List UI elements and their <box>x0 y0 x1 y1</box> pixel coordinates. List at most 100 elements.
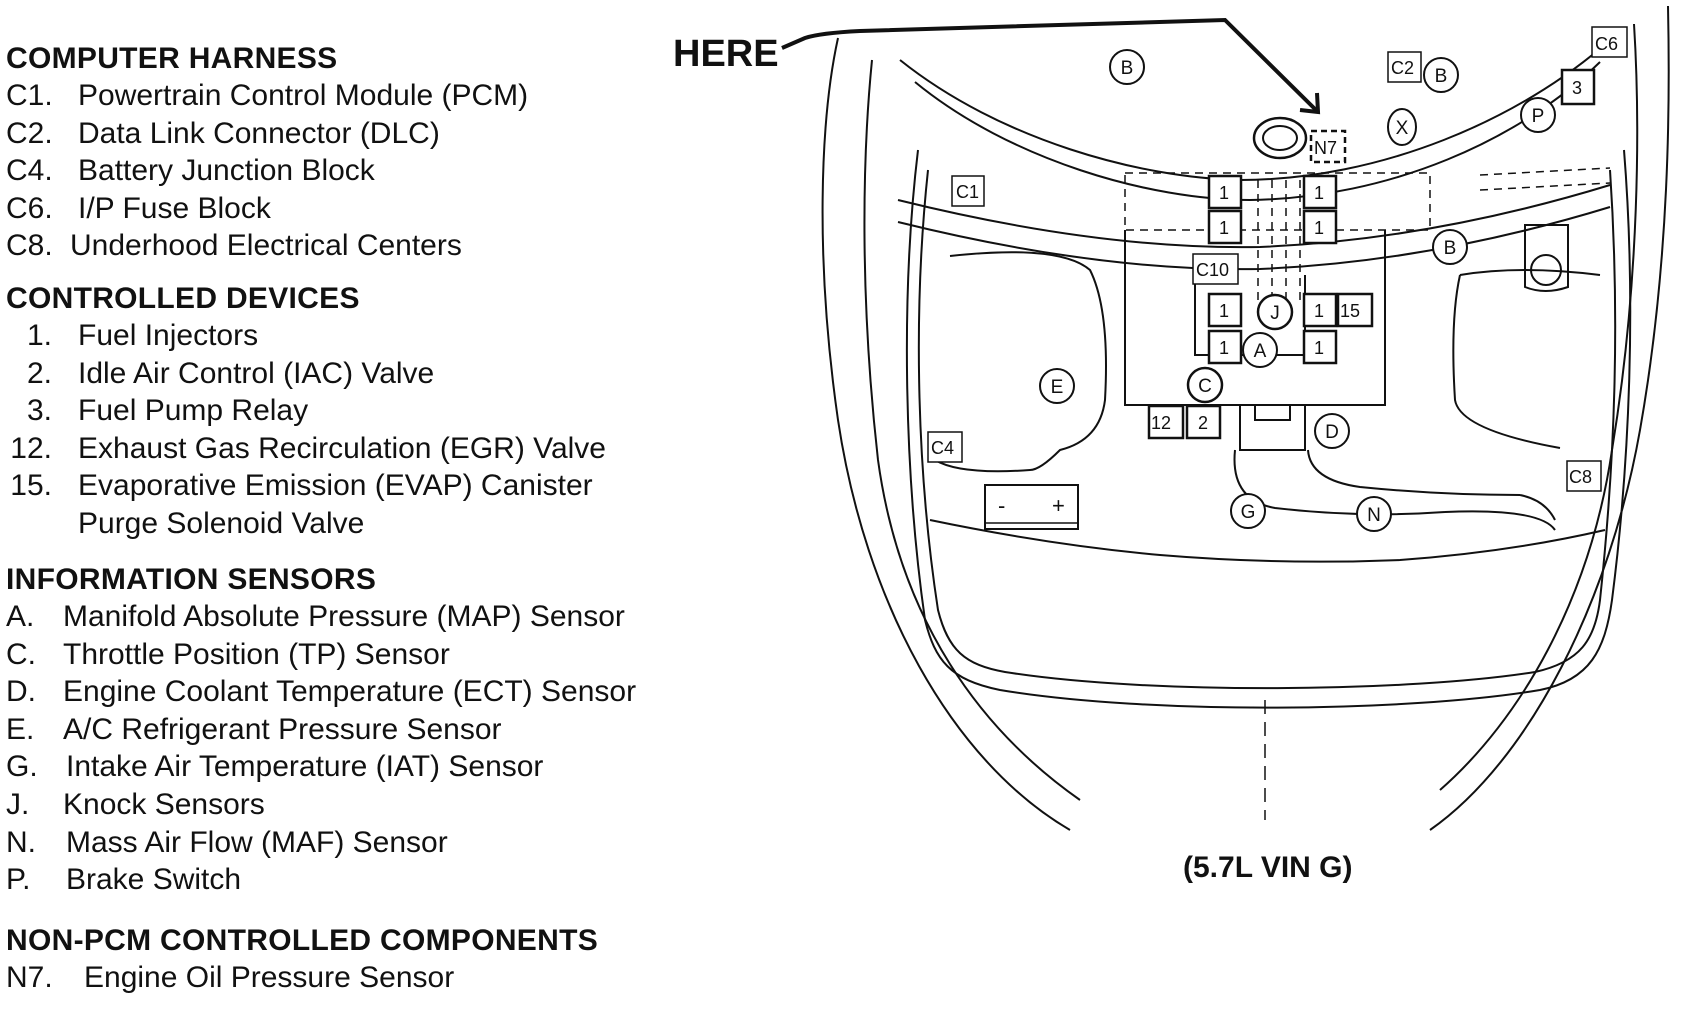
legend-label: Evaporative Emission (EVAP) Canister <box>78 469 593 503</box>
injector-4 <box>1302 209 1338 245</box>
injector-6-label: 1 <box>1219 338 1229 358</box>
legend-item-g: G. Intake Air Temperature (IAT) Sensor <box>6 748 543 786</box>
engine-caption: (5.7L VIN G) <box>1183 851 1352 884</box>
maf-sensor-n <box>1356 496 1392 532</box>
knock-sensor-j-label: J <box>1270 303 1280 324</box>
sensor-b-2 <box>1423 57 1459 93</box>
legend-label: Underhood Electrical Centers <box>70 229 462 263</box>
fuel-pump-relay-label: 3 <box>1572 78 1582 98</box>
legend-code: C6. <box>6 191 53 225</box>
injector-2 <box>1207 209 1243 245</box>
legend-code: C2. <box>6 116 53 150</box>
evap-purge-valve-label: 15 <box>1340 301 1360 321</box>
here-label: HERE <box>673 33 779 75</box>
non-pcm-section: NON-PCM CONTROLLED COMPONENTS N7. Engine… <box>6 923 598 997</box>
connector-n7-label: N7 <box>1314 138 1337 158</box>
non-pcm-heading: NON-PCM CONTROLLED COMPONENTS <box>6 924 599 957</box>
legend-item-p: P. Brake Switch <box>6 861 376 899</box>
legend-item-c8: C8. Underhood Electrical Centers <box>6 227 462 265</box>
legend-item-n: N. Mass Air Flow (MAF) Sensor <box>6 824 448 862</box>
connector-n7 <box>1309 129 1347 164</box>
computer-harness-heading: COMPUTER HARNESS <box>6 42 338 75</box>
legend-code: N. <box>6 825 36 859</box>
legend-item-12: 12. Exhaust Gas Recirculation (EGR) Valv… <box>6 430 606 468</box>
injector-2-label: 1 <box>1219 218 1229 238</box>
legend-label: Battery Junction Block <box>78 154 375 188</box>
information-sensors-heading: INFORMATION SENSORS <box>6 563 377 596</box>
injector-8-label: 1 <box>1314 338 1324 358</box>
sensor-x-label: X <box>1396 118 1409 139</box>
iac-valve <box>1185 404 1222 440</box>
connector-c2-label: C2 <box>1391 58 1414 78</box>
legend-code: G. <box>6 750 38 784</box>
legend-code: C. <box>6 637 36 671</box>
injector-5 <box>1207 292 1243 328</box>
legend-code: 2. <box>26 356 52 390</box>
legend-code: N7. <box>6 961 53 994</box>
connector-c2 <box>1387 51 1422 83</box>
injector-3 <box>1302 174 1338 210</box>
egr-valve-label: 12 <box>1151 413 1171 433</box>
connector-c8-label: C8 <box>1569 467 1592 487</box>
injector-6 <box>1207 329 1243 365</box>
here-pointer-arrow <box>781 17 1320 114</box>
legend-label: Mass Air Flow (MAF) Sensor <box>66 825 448 859</box>
legend-code: C4. <box>6 154 53 188</box>
oil-fill-cap-inner <box>1262 125 1298 151</box>
legend-label: Engine Coolant Temperature (ECT) Sensor <box>63 675 637 709</box>
legend-item-a: A. Manifold Absolute Pressure (MAP) Sens… <box>6 598 625 636</box>
connector-c1 <box>951 175 985 207</box>
legend-item-c2: C2. Data Link Connector (DLC) <box>6 115 440 153</box>
brake-switch-p <box>1520 97 1556 133</box>
ect-sensor-d-label: D <box>1325 422 1339 443</box>
legend-code: 1. <box>26 319 52 352</box>
legend-item-c6: C6. I/P Fuse Block <box>6 190 338 228</box>
legend-label: Brake Switch <box>66 863 242 897</box>
legend-item-j: J. Knock Sensors <box>6 786 376 824</box>
map-sensor-a-label: A <box>1254 341 1267 362</box>
information-sensors-section: INFORMATION SENSORS A. Manifold Absolute… <box>6 562 636 899</box>
legend-label: Engine Oil Pressure Sensor <box>84 961 455 994</box>
injector-1-label: 1 <box>1219 183 1229 203</box>
here-arrowhead-icon <box>1299 92 1321 115</box>
injector-1 <box>1207 174 1243 210</box>
legend-code: E. <box>6 712 35 746</box>
legend-item-e: E. A/C Refrigerant Pressure Sensor <box>6 711 502 749</box>
legend-item-1: 1. Fuel Injectors <box>6 317 360 355</box>
legend-label-continued: Purge Solenoid Valve <box>78 506 365 540</box>
sensor-x <box>1387 108 1417 146</box>
connector-c6 <box>1591 26 1628 58</box>
controlled-devices-section: CONTROLLED DEVICES 1. Fuel Injectors 2. … <box>6 281 606 542</box>
iac-valve-label: 2 <box>1198 413 1208 433</box>
evap-purge-valve <box>1336 292 1374 328</box>
legend-label: Fuel Pump Relay <box>78 394 309 428</box>
tp-sensor-c-label: C <box>1198 376 1212 397</box>
legend-item-15: 15. Evaporative Emission (EVAP) Canister… <box>6 467 592 542</box>
connector-c10-label: C10 <box>1196 260 1229 280</box>
sensor-b-2-label: B <box>1435 66 1448 87</box>
legend-code: D. <box>6 675 36 709</box>
legend-label: Powertrain Control Module (PCM) <box>78 79 529 112</box>
egr-valve <box>1147 404 1185 440</box>
iat-sensor-g <box>1230 493 1266 529</box>
vehicle-outline <box>821 5 1670 831</box>
cap-icon <box>1530 254 1562 286</box>
knock-sensor-j <box>1256 293 1294 331</box>
legend-code: C8. <box>6 229 53 263</box>
connector-c4-label: C4 <box>931 438 954 458</box>
legend-code: P. <box>6 863 31 897</box>
legend-item-3: 3. Fuel Pump Relay <box>6 392 360 430</box>
maf-sensor-n-label: N <box>1367 505 1381 526</box>
legend-code: J. <box>6 787 30 821</box>
map-sensor-a <box>1242 332 1278 368</box>
legend-label: Exhaust Gas Recirculation (EGR) Valve <box>78 431 606 465</box>
legend-item-c4: C4. Battery Junction Block <box>6 152 375 190</box>
legend-label: Idle Air Control (IAC) Valve <box>78 356 435 390</box>
connector-c8 <box>1566 460 1602 492</box>
sensor-b-1 <box>1109 49 1145 85</box>
iat-sensor-g-label: G <box>1241 502 1256 523</box>
injector-3-label: 1 <box>1314 183 1324 203</box>
ect-sensor-d <box>1314 413 1350 449</box>
legend-item-c: C. Throttle Position (TP) Sensor <box>6 636 450 674</box>
tp-sensor-c <box>1186 366 1224 404</box>
